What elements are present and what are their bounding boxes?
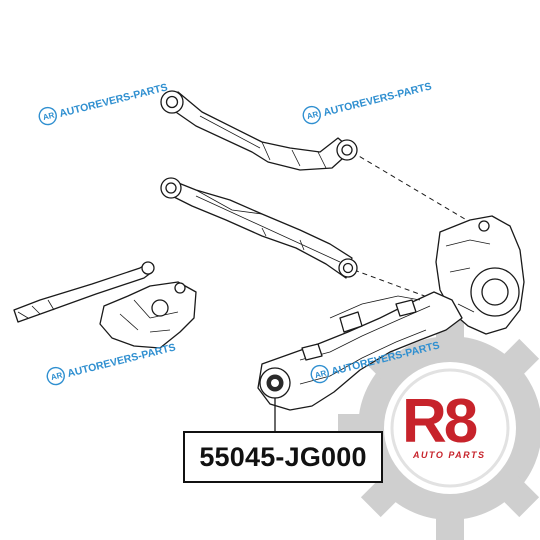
guide-line-lower	[353, 269, 431, 299]
lateral-rod	[13, 261, 155, 323]
watermark-2: AR AUTOREVERS-PARTS	[302, 80, 433, 125]
part-number-box: 55045-JG000	[183, 431, 383, 483]
mount-bracket	[99, 281, 197, 349]
watermark-text: AUTOREVERS-PARTS	[66, 341, 177, 380]
trailing-arm	[257, 291, 463, 411]
watermark-badge: AR	[50, 371, 64, 383]
part-number-label: 55045-JG000	[199, 441, 367, 472]
upper-link-arm	[160, 90, 358, 171]
r8-logo-mark: R8	[402, 387, 477, 456]
lower-link-arm	[160, 177, 358, 279]
watermark-text: AUTOREVERS-PARTS	[322, 80, 433, 119]
watermark-text: AUTOREVERS-PARTS	[58, 81, 169, 120]
knuckle-assembly	[435, 215, 525, 335]
r8-logo-tagline: AUTO PARTS	[412, 450, 486, 460]
guide-line-upper	[351, 151, 481, 229]
watermark-badge: AR	[314, 369, 328, 381]
watermark-3: AR AUTOREVERS-PARTS	[46, 341, 177, 386]
watermark-1: AR AUTOREVERS-PARTS	[38, 81, 169, 126]
watermark-badge: AR	[306, 110, 320, 122]
watermark-badge: AR	[42, 111, 56, 123]
